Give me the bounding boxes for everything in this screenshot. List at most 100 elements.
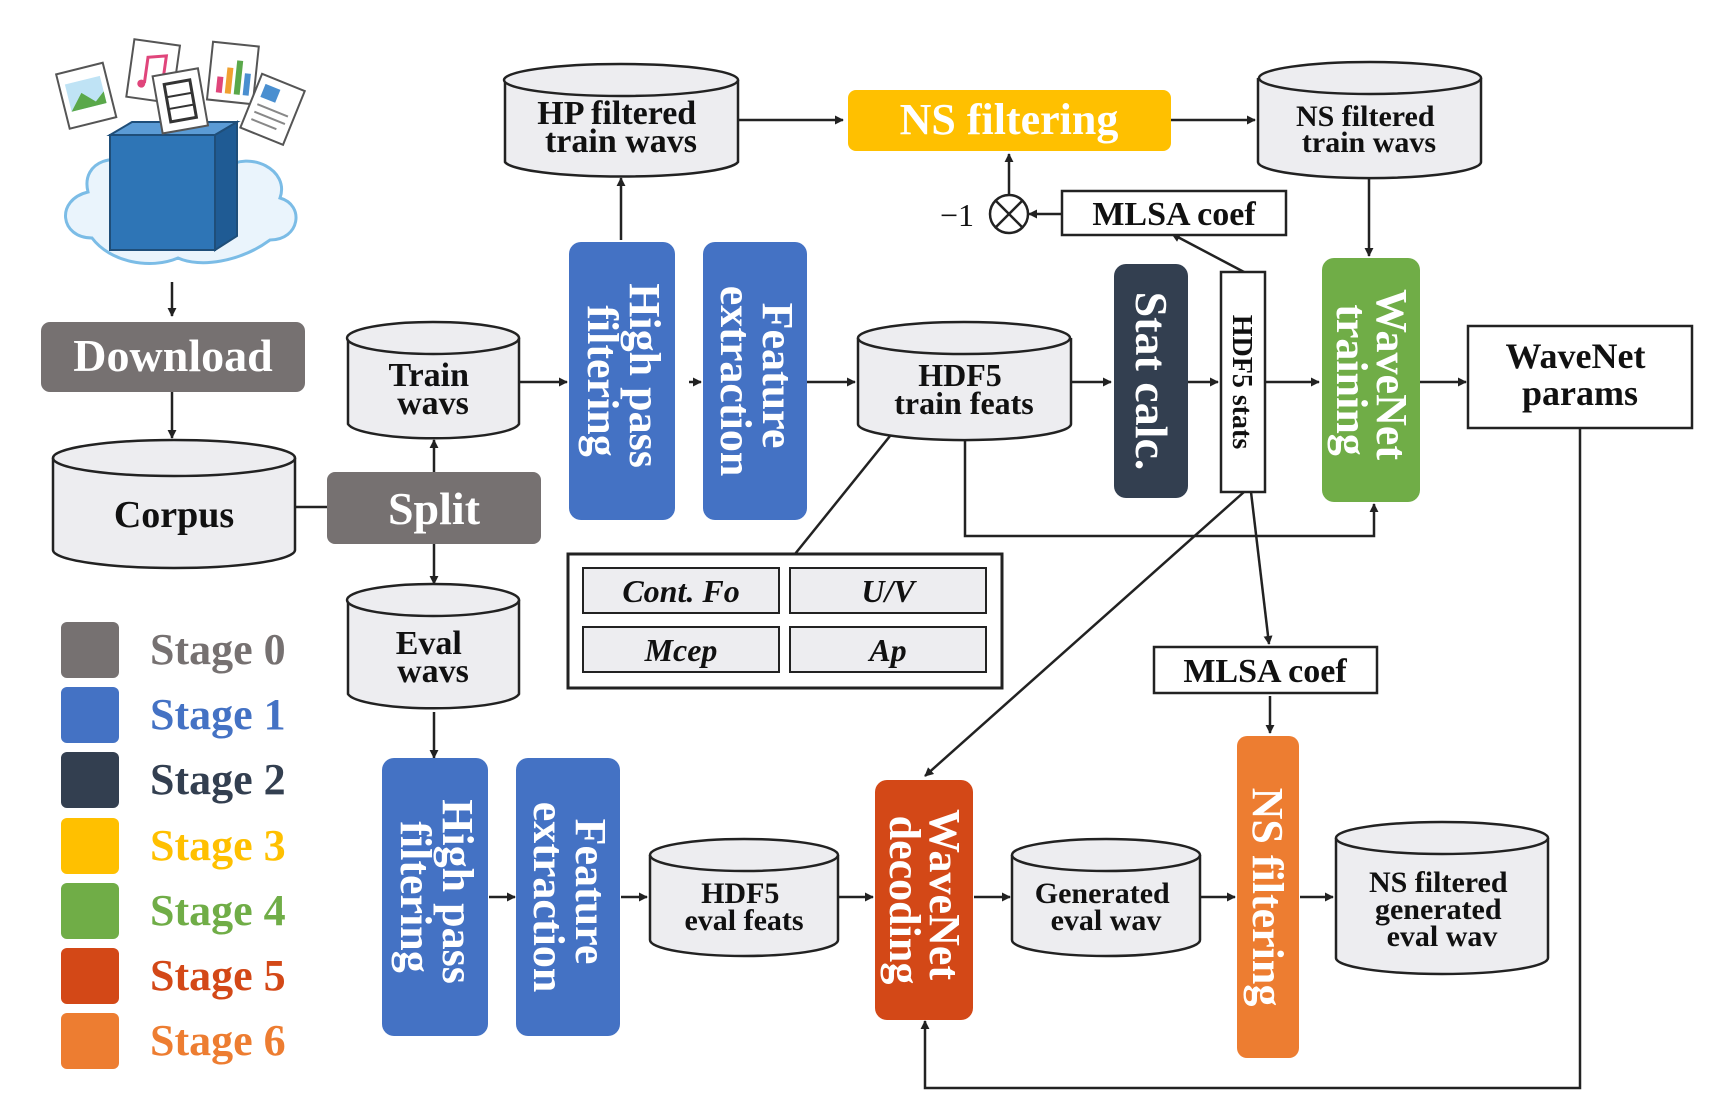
- hdf5-eval-line-1: HDF5: [701, 877, 779, 910]
- feature-uv-label: U/V: [861, 573, 917, 609]
- high-pass-eval-line-1: High pass: [433, 799, 482, 984]
- download-label: Download: [73, 330, 273, 381]
- document-file-icon: [239, 72, 307, 147]
- arrow-stats-to-mlsa: [1171, 232, 1245, 274]
- hdf5-stats-label: HDF5 stats: [1226, 315, 1257, 450]
- mlsa-coef-bottom-label: MLSA coef: [1183, 653, 1347, 690]
- legend-label-stage-0: Stage 0: [150, 625, 286, 674]
- wavenet-decoding-box[interactable]: [875, 780, 973, 1020]
- train-wavs-cylinder[interactable]: [345, 320, 521, 440]
- train-wavs-label: Train wavs: [388, 357, 477, 422]
- ns-filtered-generated-cylinder[interactable]: [1334, 820, 1550, 976]
- ns-filtered-generated-label: NS filtered generated eval wav: [1369, 866, 1515, 953]
- corpus-cylinder[interactable]: [51, 438, 297, 570]
- feature-extraction-train-line-2: extraction: [711, 286, 760, 477]
- stat-calc-box[interactable]: [1114, 264, 1188, 498]
- wavenet-params-box[interactable]: [1466, 324, 1694, 430]
- legend-label-stage-5: Stage 5: [150, 951, 286, 1000]
- high-pass-filtering-train-box[interactable]: [569, 242, 675, 520]
- high-pass-train-label: High pass filtering: [578, 283, 669, 479]
- ns-filtered-train-label: NS filtered train wavs: [1296, 100, 1442, 159]
- feature-cont-fo-label: Cont. Fo: [622, 573, 739, 609]
- hdf5-eval-feats-cylinder[interactable]: [648, 837, 840, 958]
- hp-filtered-train-label: HP filtered train wavs: [537, 95, 704, 160]
- generated-eval-wav-label: Generated eval wav: [1035, 877, 1177, 937]
- ns-filtered-train-wavs-cylinder[interactable]: [1256, 60, 1483, 180]
- legend-label-stage-6: Stage 6: [150, 1016, 286, 1065]
- wavenet-decoding-line-2: decoding: [880, 816, 929, 985]
- ns-filtered-generated-line-1: NS filtered: [1369, 866, 1508, 899]
- wavenet-params-line-2: params: [1522, 373, 1638, 413]
- feature-ap-label: Ap: [867, 632, 906, 668]
- mlsa-coef-top-box[interactable]: [1060, 189, 1288, 237]
- hdf5-eval-feats-label: HDF5 eval feats: [684, 877, 803, 937]
- generated-line-2: eval wav: [1051, 904, 1162, 937]
- legend-swatch-stage-3: [61, 818, 119, 874]
- neg-one-label: −1: [940, 197, 974, 233]
- hp-filtered-train-wavs-cylinder[interactable]: [502, 62, 740, 178]
- feature-extraction-train-box[interactable]: [703, 242, 807, 520]
- feature-extraction-eval-label: Feature extraction: [524, 802, 615, 993]
- eval-wavs-line-2: wavs: [397, 653, 469, 690]
- legend-swatch-stage-6: [61, 1013, 119, 1069]
- hp-filtered-line-1: HP filtered: [537, 95, 696, 132]
- hdf5-train-line-2: train feats: [894, 385, 1034, 421]
- ns-filtering-bottom-label: NS filtering: [1243, 788, 1292, 1007]
- ns-filtered-generated-line-2: generated: [1375, 893, 1502, 926]
- legend-swatch-stage-1: [61, 687, 119, 743]
- ns-filtered-train-line-2: train wavs: [1302, 126, 1436, 159]
- high-pass-train-line-2: filtering: [578, 305, 627, 457]
- multiply-icon-stroke-2: [995, 200, 1023, 228]
- high-pass-train-line-1: High pass: [620, 283, 669, 468]
- legend-swatch-stage-0: [61, 622, 119, 678]
- train-wavs-line-1: Train: [388, 357, 469, 394]
- feature-extraction-train-line-1: Feature: [753, 303, 802, 449]
- wavenet-decoding-line-1: WaveNet: [920, 809, 969, 980]
- generated-eval-wav-cylinder[interactable]: [1010, 837, 1202, 958]
- hdf5-train-feats-label: HDF5 train feats: [894, 357, 1034, 421]
- ns-filtering-bottom-box[interactable]: [1237, 736, 1299, 1058]
- arrow-stats-to-decoding: [924, 491, 1245, 777]
- arrow-hdf5-to-training: [963, 440, 1379, 538]
- feature-cell-mcep: [582, 626, 780, 673]
- feature-extraction-eval-line-1: Feature: [566, 819, 615, 965]
- eval-wavs-cylinder[interactable]: [345, 582, 521, 710]
- legend-label-stage-1: Stage 1: [150, 690, 286, 739]
- wavenet-training-box[interactable]: [1322, 258, 1420, 502]
- ns-filtering-top-box[interactable]: [848, 90, 1171, 151]
- arrow-stats-to-mlsa-bottom: [1249, 491, 1273, 645]
- legend-swatch-stage-2: [61, 752, 119, 808]
- database-box-icon: [106, 120, 241, 252]
- feature-cell-uv: [789, 567, 987, 614]
- mlsa-coef-bottom-box[interactable]: [1152, 645, 1379, 695]
- wavenet-training-label: WaveNet training: [1327, 289, 1416, 471]
- eval-wavs-label: Eval wavs: [396, 625, 471, 690]
- feature-mcep-label: Mcep: [644, 632, 718, 668]
- hdf5-train-line-1: HDF5: [918, 357, 1002, 393]
- feature-extraction-eval-box[interactable]: [516, 758, 620, 1036]
- high-pass-eval-label: High pass filtering: [391, 799, 482, 995]
- hdf5-stats-box[interactable]: [1219, 270, 1267, 494]
- wavenet-decoding-label: WaveNet decoding: [880, 809, 969, 991]
- legend-label-stage-2: Stage 2: [150, 755, 286, 804]
- corpus-label: Corpus: [114, 494, 234, 536]
- download-box[interactable]: [41, 322, 305, 392]
- image-file-icon: [54, 61, 118, 130]
- hdf5-eval-line-2: eval feats: [684, 904, 803, 937]
- chart-file-icon: [205, 40, 260, 106]
- legend-label-stage-3: Stage 3: [150, 821, 286, 870]
- wavenet-params-label: WaveNet params: [1506, 336, 1655, 413]
- split-box[interactable]: [327, 472, 541, 544]
- feature-cell-ap: [789, 626, 987, 673]
- stat-calc-label: Stat calc.: [1126, 292, 1177, 471]
- feature-cell-cont-fo: [582, 567, 780, 614]
- feature-extraction-eval-line-2: extraction: [524, 802, 573, 993]
- wavenet-training-line-1: WaveNet: [1367, 289, 1416, 460]
- hdf5-train-feats-cylinder[interactable]: [856, 320, 1073, 442]
- high-pass-filtering-eval-box[interactable]: [382, 758, 488, 1036]
- video-file-icon: [151, 67, 210, 135]
- hp-filtered-line-2: train wavs: [545, 123, 697, 160]
- mlsa-coef-top-label: MLSA coef: [1092, 196, 1256, 233]
